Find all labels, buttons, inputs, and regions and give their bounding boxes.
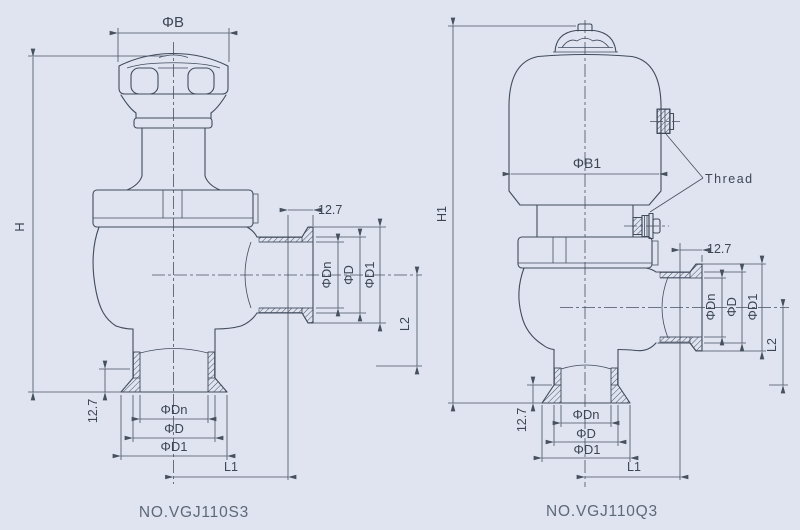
left-dim-bottom-ferrule-length: 12.7 (86, 360, 130, 423)
dim-label-right-side-d1: ΦD1 (745, 294, 760, 321)
dim-label-phi-b1: ΦB1 (573, 155, 602, 171)
right-valve-centerlines (560, 20, 789, 487)
thread-annotation: Thread (649, 133, 754, 213)
right-valve-actuator-bell (508, 53, 662, 206)
dim-label-right-l2: L2 (765, 338, 779, 352)
right-dim-side-diameters: ΦDn ΦD ΦD1 L2 (702, 255, 788, 394)
right-valve-caption: NO.VGJ110Q3 (546, 503, 658, 520)
right-valve-side-port (655, 263, 703, 352)
dim-label-bottom-d: ΦD (164, 421, 184, 436)
left-dim-bottom-diameters: ΦDn ΦD ΦD1 L1 (112, 395, 297, 480)
left-valve-clamp-band (92, 189, 259, 228)
right-valve-bottom-port (541, 348, 631, 404)
dim-label-side-dn: ΦDn (319, 262, 334, 289)
dim-label-right-side-12-7: 12.7 (707, 242, 731, 256)
dim-label-bottom-d1: ΦD1 (161, 439, 188, 454)
right-dim-height: H1 (435, 17, 576, 412)
dim-label-side-d: ΦD (341, 265, 356, 285)
thread-label: Thread (705, 172, 754, 186)
right-dim-bottom-diameters: ΦDn ΦD ΦD1 L1 (533, 405, 689, 480)
dim-label-right-bottom-d: ΦD (576, 426, 596, 441)
left-valve-handwheel (118, 52, 229, 119)
left-dim-height: H (12, 48, 166, 401)
right-dim-bottom-ferrule-length: 12.7 (515, 376, 552, 432)
dim-label-side-12-7: 12.7 (318, 203, 342, 217)
dim-label-l2: L2 (398, 317, 412, 331)
left-dim-side-diameters: ΦDn ΦD ΦD1 L2 (313, 218, 422, 375)
dim-label-phi-b: ΦB (162, 14, 184, 31)
dim-label-right-bottom-12-7: 12.7 (515, 408, 529, 432)
left-valve-bottom-port (120, 328, 228, 393)
dim-label-right-bottom-dn: ΦDn (573, 407, 600, 422)
left-valve-drawing: ΦB H 12.7 ΦDn ΦD (12, 14, 422, 521)
right-valve-body (518, 267, 669, 352)
right-valve-actuator-cap (553, 23, 618, 53)
dim-label-l1: L1 (224, 460, 238, 474)
dim-label-h1: H1 (435, 206, 449, 222)
right-valve-drawing: ΦB1 Thread (435, 17, 789, 520)
dim-label-right-side-dn: ΦDn (703, 294, 718, 321)
right-dim-actuator-diameter: ΦB1 (502, 155, 668, 177)
right-dim-side-ferrule-length: 12.7 (671, 242, 731, 480)
dim-label-h: H (12, 222, 27, 231)
dim-label-right-side-d: ΦD (724, 297, 739, 317)
dim-label-side-d1: ΦD1 (362, 262, 377, 289)
right-valve-bonnet-thread-fitting (632, 212, 661, 240)
dim-label-bottom-dn: ΦDn (161, 402, 188, 417)
left-valve-caption: NO.VGJ110S3 (139, 504, 249, 521)
dim-label-right-l1: L1 (627, 460, 641, 474)
left-valve-bonnet (126, 117, 221, 191)
left-valve-body (92, 226, 258, 330)
left-valve-centerlines (152, 42, 422, 484)
left-dim-handwheel-diameter: ΦB (109, 14, 238, 62)
dim-label-bottom-12-7: 12.7 (86, 399, 100, 423)
dim-label-right-bottom-d1: ΦD1 (574, 442, 601, 457)
right-valve-air-thread-fitting (656, 108, 675, 135)
left-dim-side-ferrule-length: 12.7 (279, 203, 342, 480)
right-valve-clamp-band (517, 236, 659, 269)
left-valve-side-port (256, 226, 314, 324)
